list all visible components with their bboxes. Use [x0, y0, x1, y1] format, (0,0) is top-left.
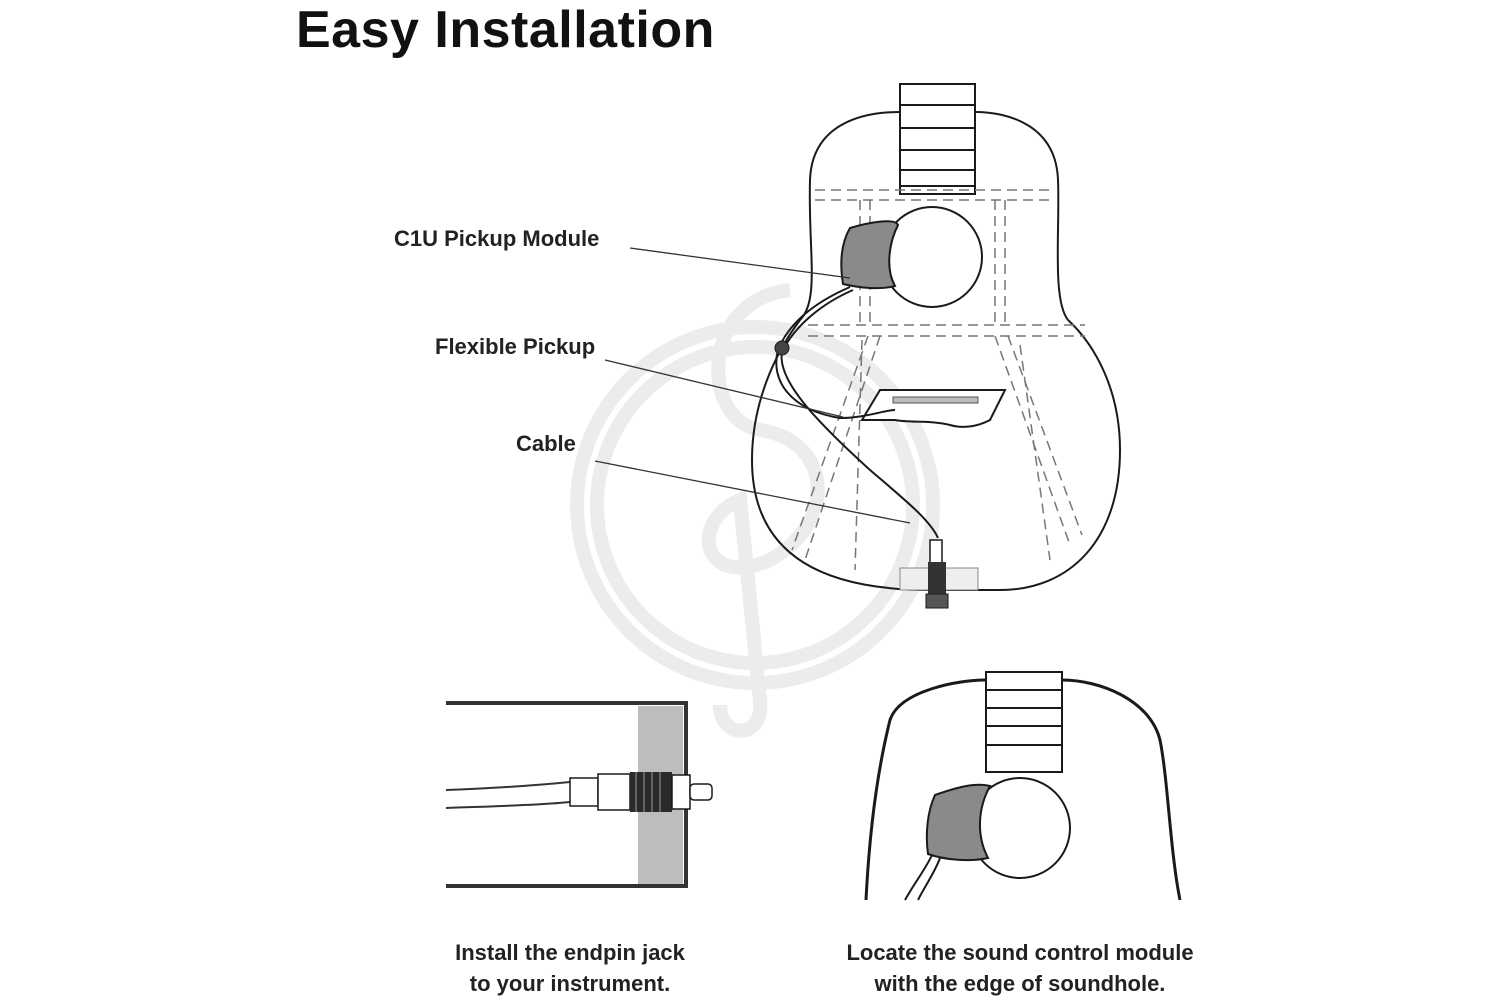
- pickup-clip: [774, 340, 790, 356]
- soundhole: [881, 206, 983, 308]
- caption-endpin-line-2: to your instrument.: [469, 971, 671, 996]
- c1u-pickup-module: [840, 220, 900, 290]
- internal-bracing: [791, 189, 1085, 571]
- caption-module: Locate the sound control module with the…: [820, 937, 1220, 999]
- caption-module-line-2: with the edge of soundhole.: [874, 971, 1166, 996]
- bridge: [860, 389, 1007, 428]
- treble-clef-watermark-icon: [570, 283, 940, 738]
- caption-endpin-line-1: Install the endpin jack: [455, 940, 685, 965]
- caption-endpin: Install the endpin jack to your instrume…: [420, 937, 720, 999]
- callout-cable: Cable: [516, 431, 576, 456]
- callout-flexible-pickup: Flexible Pickup: [435, 334, 596, 359]
- pickup-wiring: [775, 286, 939, 539]
- callout-lines: [594, 247, 911, 524]
- module-placement-detail: [864, 671, 1182, 901]
- endpin-install-detail: [445, 701, 713, 888]
- main-guitar: [750, 83, 1122, 591]
- callout-c1u-pickup-module: C1U Pickup Module: [394, 226, 600, 251]
- guitar-neck: [899, 83, 976, 195]
- endpin-jack: [899, 539, 979, 609]
- page-title: Easy Installation: [296, 1, 715, 59]
- caption-module-line-1: Locate the sound control module: [846, 940, 1194, 965]
